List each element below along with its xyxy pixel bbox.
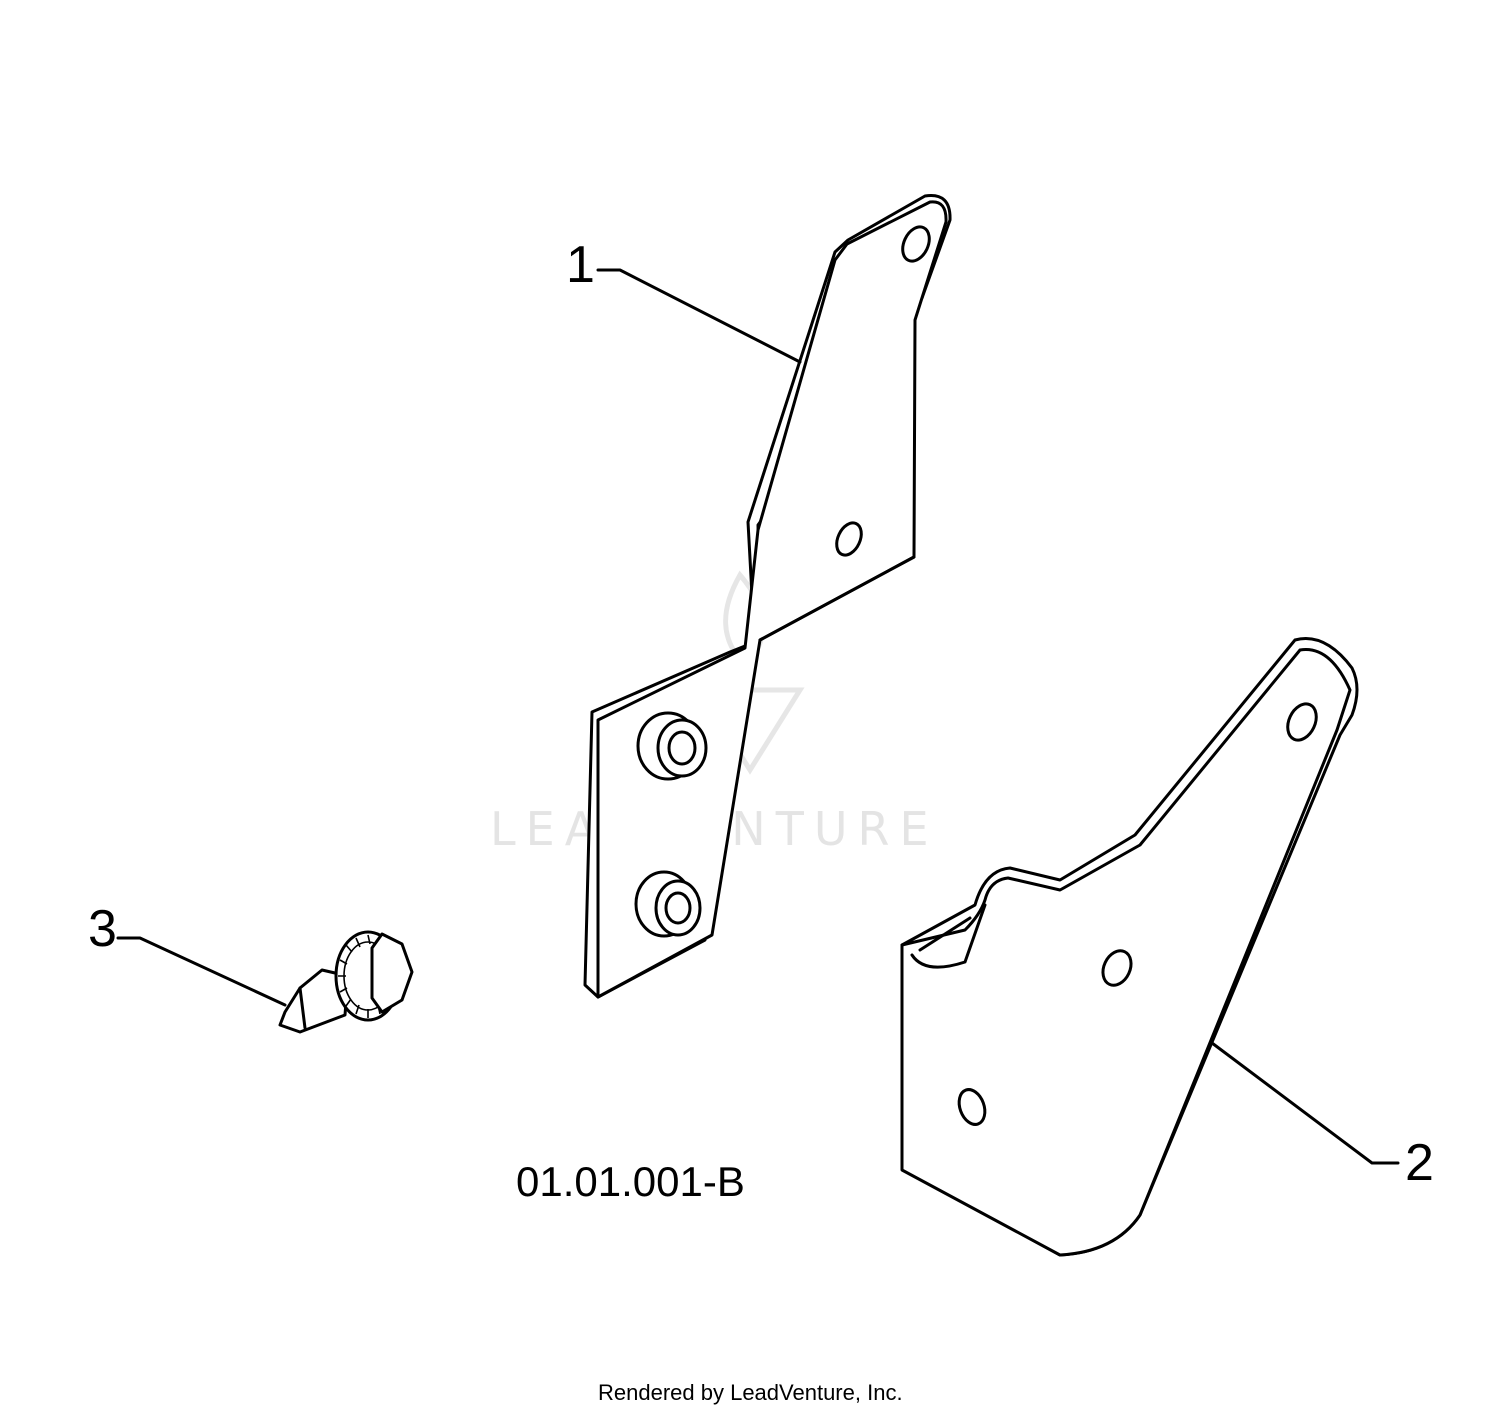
- hole-icon: [1286, 702, 1318, 742]
- hole-icon: [957, 1088, 987, 1126]
- diagram-code: 01.01.001-B: [516, 1158, 745, 1205]
- part-3-bolt: [278, 930, 414, 1034]
- footer-credit: Rendered by LeadVenture, Inc.: [598, 1380, 903, 1405]
- bushing-lower: [634, 870, 702, 938]
- leader-line-1: [596, 268, 802, 364]
- hole-icon: [835, 521, 863, 557]
- part-1-bracket: [583, 194, 952, 999]
- leader-line-3: [116, 936, 287, 1007]
- hole-icon: [1101, 949, 1133, 987]
- leader-line-2: [1210, 1041, 1400, 1165]
- callout-2: 2: [1405, 1134, 1434, 1192]
- part-2-bracket: [900, 637, 1359, 1257]
- bushing-upper: [636, 711, 708, 781]
- callout-1: 1: [566, 236, 595, 294]
- leader-lines: [116, 268, 1400, 1165]
- callout-3: 3: [88, 900, 117, 958]
- hole-icon: [901, 225, 931, 263]
